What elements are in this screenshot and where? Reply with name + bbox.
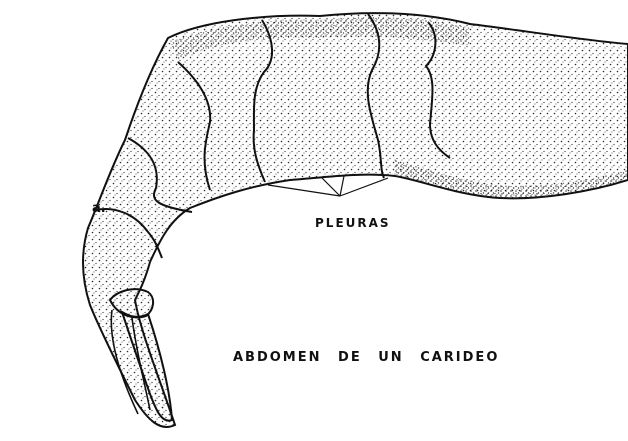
- figure-letter: a.: [92, 201, 106, 216]
- figure-caption: ABDOMEN DE UN CARIDEO: [233, 350, 499, 365]
- pleuras-label: PLEURAS: [315, 216, 391, 230]
